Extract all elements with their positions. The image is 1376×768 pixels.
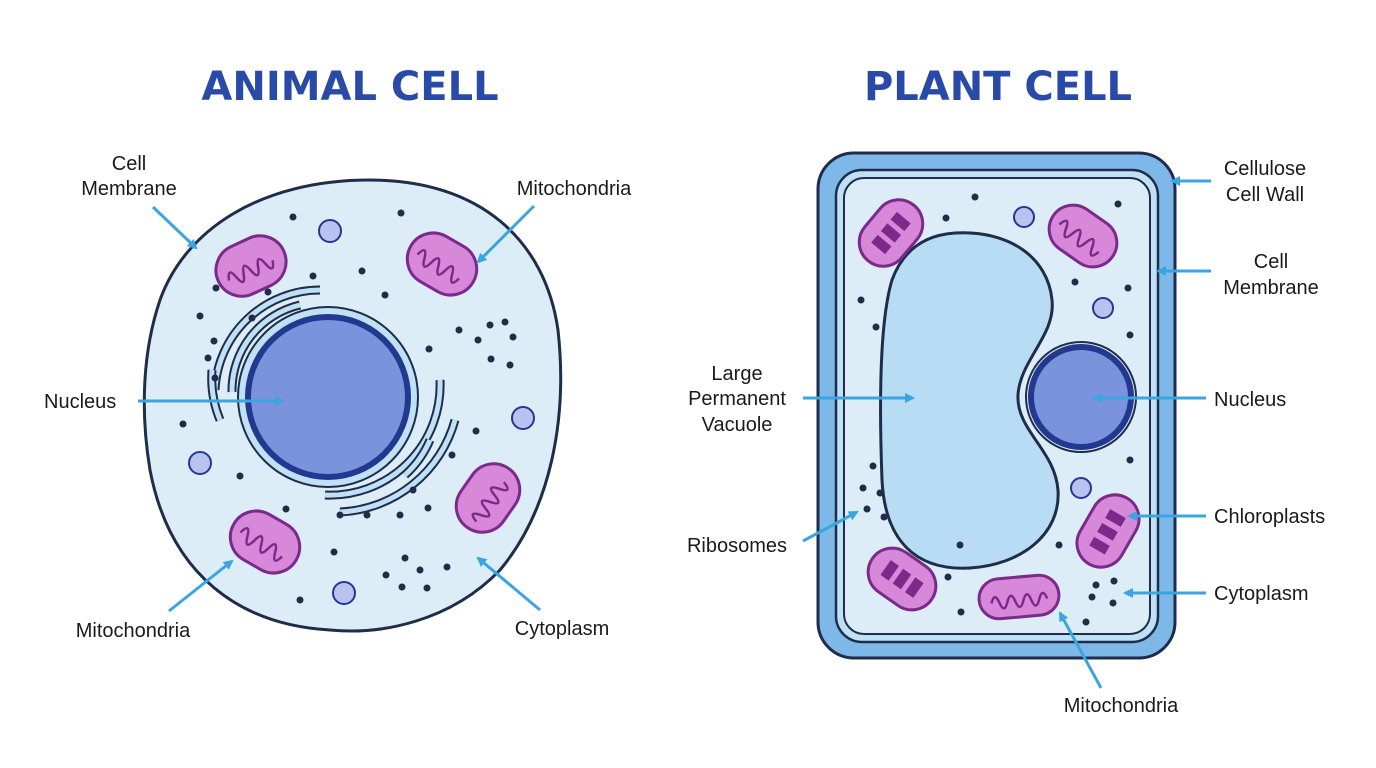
animal-vesicles (188, 219, 535, 605)
arrow-animal-cytoplasm (476, 556, 541, 612)
animal-cell-title: ANIMAL CELL (201, 64, 498, 110)
label-plant-cell-membrane: Cell Membrane (1156, 251, 1319, 299)
svg-text:Cell: Cell (1254, 251, 1288, 273)
plant-cell-title: PLANT CELL (864, 64, 1132, 110)
svg-text:Large: Large (711, 363, 762, 385)
animal-mitochondrion-bottom-left (228, 509, 302, 575)
animal-nucleus (245, 314, 411, 480)
plant-vacuole (879, 231, 1060, 570)
arrow-animal-membrane (151, 205, 198, 250)
plant-mitochondrion-top-right (1047, 203, 1119, 269)
animal-cell: ANIMAL CELL (44, 64, 632, 642)
animal-ribosomes (179, 209, 517, 604)
svg-text:Membrane: Membrane (1223, 277, 1319, 299)
arrow-animal-mitochondria-top (476, 204, 536, 264)
plant-ribosomes (857, 193, 1134, 626)
arrow-plant-ribosomes (802, 510, 859, 543)
label-plant-ribosomes: Ribosomes (687, 510, 859, 557)
label-plant-cytoplasm: Cytoplasm (1123, 583, 1308, 605)
plant-chloroplast-top-left (857, 198, 925, 268)
svg-text:Chloroplasts: Chloroplasts (1214, 506, 1325, 528)
label-animal-mitochondria-top: Mitochondria (476, 178, 632, 264)
svg-text:Nucleus: Nucleus (1214, 389, 1286, 411)
plant-cell: PLANT CELL (687, 64, 1325, 717)
label-plant-vacuole: Large Permanent Vacuole (688, 363, 915, 436)
svg-text:Cellulose: Cellulose (1224, 158, 1306, 180)
svg-text:Nucleus: Nucleus (44, 391, 116, 413)
label-plant-nucleus: Nucleus (1092, 389, 1286, 411)
label-animal-nucleus: Nucleus (44, 391, 285, 413)
svg-text:Mitochondria: Mitochondria (1064, 695, 1179, 717)
plant-chloroplast-bottom-left (866, 546, 938, 612)
animal-mitochondrion-right (454, 462, 522, 534)
label-animal-cytoplasm: Cytoplasm (476, 556, 609, 640)
label-plant-chloroplasts: Chloroplasts (1127, 506, 1325, 528)
svg-text:Mitochondria: Mitochondria (76, 620, 191, 642)
svg-text:Mitochondria: Mitochondria (517, 178, 632, 200)
svg-text:Cell: Cell (112, 153, 146, 175)
animal-mitochondrion-top-left (214, 234, 288, 298)
svg-text:Ribosomes: Ribosomes (687, 535, 787, 557)
svg-text:Membrane: Membrane (81, 178, 177, 200)
label-animal-mitochondria-bottom: Mitochondria (76, 559, 234, 642)
label-plant-mitochondria: Mitochondria (1058, 611, 1179, 717)
animal-mitochondrion-top-right (405, 231, 479, 297)
svg-text:Cytoplasm: Cytoplasm (515, 618, 609, 640)
svg-text:Permanent: Permanent (688, 388, 786, 410)
plant-vesicles (1013, 206, 1114, 499)
arrow-plant-mitochondria (1058, 611, 1103, 689)
svg-text:Vacuole: Vacuole (702, 414, 773, 436)
svg-text:Cytoplasm: Cytoplasm (1214, 583, 1308, 605)
endoplasmic-reticulum (207, 285, 460, 517)
svg-text:Cell Wall: Cell Wall (1226, 184, 1304, 206)
label-plant-cell-wall: Cellulose Cell Wall (1170, 158, 1306, 206)
plant-mitochondrion-bottom (977, 573, 1061, 621)
label-animal-cell-membrane: Cell Membrane (81, 153, 198, 250)
arrow-animal-mitochondria-bottom (168, 559, 234, 613)
